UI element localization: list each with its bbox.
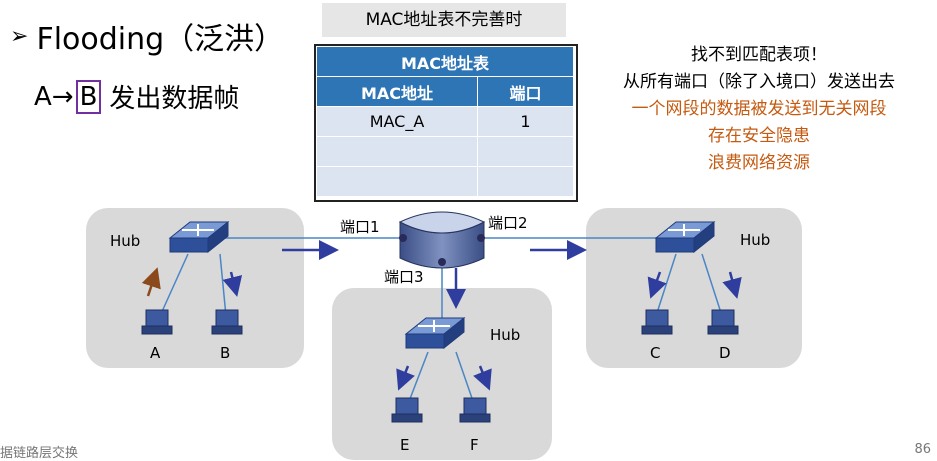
mac-cell: [316, 136, 478, 167]
port1-label: 端口1: [340, 218, 380, 236]
hub-left-icon: [168, 220, 230, 254]
hub-right-icon: [654, 220, 716, 254]
subtitle: A→ B 发出数据帧: [34, 78, 239, 115]
table-row: MAC_A 1: [316, 106, 574, 137]
mac-table: MAC地址表 MAC地址 端口 MAC_A 1: [316, 46, 574, 197]
port-cell: 1: [477, 106, 574, 137]
mac-column-header: MAC地址: [316, 76, 478, 107]
port2-label: 端口2: [488, 214, 528, 232]
note-line-highlight: 存在安全隐患: [708, 126, 810, 146]
port-column-header: 端口: [477, 76, 574, 107]
bridge-icon: [398, 211, 486, 269]
host-a-label: A: [150, 344, 161, 362]
flow-arrows: [141, 240, 742, 391]
arrow-down-icon: [473, 365, 492, 391]
note-line-highlight: 浪费网络资源: [708, 153, 810, 173]
link-c: [655, 253, 677, 317]
port-cell: [477, 166, 574, 197]
host-f-icon: [459, 397, 491, 423]
arrow-down-icon: [722, 271, 742, 299]
link-a: [159, 253, 189, 317]
title-text: Flooding（泛洪）: [36, 22, 285, 57]
port-cell: [477, 136, 574, 167]
mac-cell: [316, 166, 478, 197]
page-title: ➢ Flooding（泛洪）: [10, 14, 284, 58]
subtitle-boxed-host: B: [75, 79, 102, 114]
bullet-arrow-icon: ➢: [10, 23, 29, 49]
link-d: [701, 253, 723, 317]
host-c-icon: [641, 309, 673, 335]
arrow-down-icon: [222, 271, 243, 297]
arrow-down-icon: [647, 271, 667, 299]
hub-bottom-icon: [404, 316, 466, 350]
host-a-icon: [141, 309, 173, 335]
note-line-highlight: 一个网段的数据被发送到无关网段: [631, 99, 887, 119]
link-b: [219, 253, 227, 317]
mac-cell: MAC_A: [316, 106, 478, 137]
mac-table-title: MAC地址表: [316, 46, 574, 77]
table-row: [316, 166, 574, 197]
hub-bottom-label: Hub: [490, 326, 520, 344]
note-line: 从所有端口（除了入境口）发送出去: [623, 72, 895, 92]
note-line: 找不到匹配表项！: [691, 45, 827, 65]
table-row: [316, 136, 574, 167]
hub-left-label: Hub: [110, 232, 140, 250]
host-d-label: D: [719, 344, 731, 362]
subtitle-suffix: 发出数据帧: [109, 84, 240, 114]
host-d-icon: [707, 309, 739, 335]
host-f-label: F: [470, 436, 479, 454]
host-e-icon: [391, 397, 423, 423]
host-e-label: E: [400, 436, 409, 454]
port3-label: 端口3: [384, 268, 424, 286]
explanation-notes: 找不到匹配表项！ 从所有端口（除了入境口）发送出去 一个网段的数据被发送到无关网…: [584, 42, 934, 177]
page-number: 86: [914, 442, 931, 457]
host-b-label: B: [220, 344, 230, 362]
hub-right-label: Hub: [740, 231, 770, 249]
arrow-down-icon: [396, 365, 415, 391]
footer-section-title: 据链路层交换: [0, 446, 79, 461]
link-f: [455, 351, 475, 405]
arrow-up-icon: [141, 267, 161, 297]
host-b-icon: [211, 309, 243, 335]
link-e: [407, 351, 429, 405]
mac-table-caption: MAC地址表不完善时: [322, 3, 566, 37]
host-c-label: C: [650, 344, 660, 362]
subtitle-prefix: A→: [34, 81, 74, 112]
